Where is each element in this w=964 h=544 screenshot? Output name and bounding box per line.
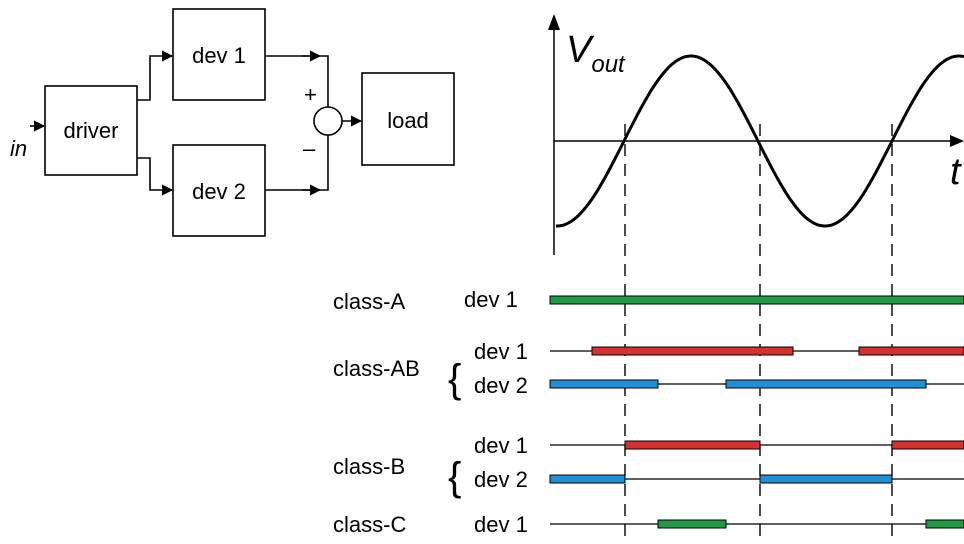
class-b-dev1-label: dev 1 [474,433,528,458]
x-axis-arrowhead [950,135,964,147]
input-label: in [10,136,27,161]
class-b-dev2-label: dev 2 [474,467,528,492]
class-ab-dev1-label: dev 1 [474,339,528,364]
plus-sign: + [304,82,317,107]
block-diagram: in driver dev 1 dev 2 + – load [10,8,455,237]
class-ab-dev1-bar-2 [858,346,964,356]
y-axis-arrowhead [548,14,560,30]
class-b-dev1-bar-1 [624,440,761,450]
dev2-block [172,144,266,237]
class-ab-dev1-bar-1 [591,346,794,356]
dev1-to-sum-wire [265,55,329,107]
load-block [361,72,455,166]
driver-label: driver [63,118,118,143]
class-c-dev1-label: dev 1 [474,512,528,537]
class-ab-dev2-label: dev 2 [474,373,528,398]
x-axis-label: t [950,151,962,193]
dev1-label: dev 1 [192,43,246,68]
class-b-dev2-bar-1 [549,474,626,484]
class-a-dev1-label: dev 1 [464,287,518,312]
y-axis-label: Vout [566,29,626,78]
class-b-dev1-bar-2 [891,440,964,450]
driver-to-dev2-wire [137,157,174,196]
dev2-to-sum-wire [265,135,329,191]
class-b-dev2-bar-2 [759,474,893,484]
class-ab-brace: { [448,357,461,401]
conduction-table: class-A dev 1 class-AB { dev 1 dev 2 cla… [333,287,964,537]
driver-block [44,85,138,176]
class-ab-dev2-bar-2 [725,379,927,389]
driver-to-dev1-wire [137,50,174,101]
class-c-dev1-bar-1 [657,519,727,529]
class-b-label: class-B [333,454,405,479]
dev2-label: dev 2 [192,179,246,204]
vout-waveform: Vout t [548,14,964,544]
minus-sign: – [303,136,316,161]
class-ab-dev2-bar-1 [549,379,659,389]
load-label: load [387,108,429,133]
class-c-dev1-bar-2 [925,519,964,529]
class-a-label: class-A [333,289,405,314]
summing-junction [313,106,343,136]
class-c-label: class-C [333,512,406,537]
class-ab-label: class-AB [333,356,420,381]
class-b-brace: { [448,455,461,499]
dev1-block [172,8,266,101]
class-a-dev1-bar [549,295,964,305]
